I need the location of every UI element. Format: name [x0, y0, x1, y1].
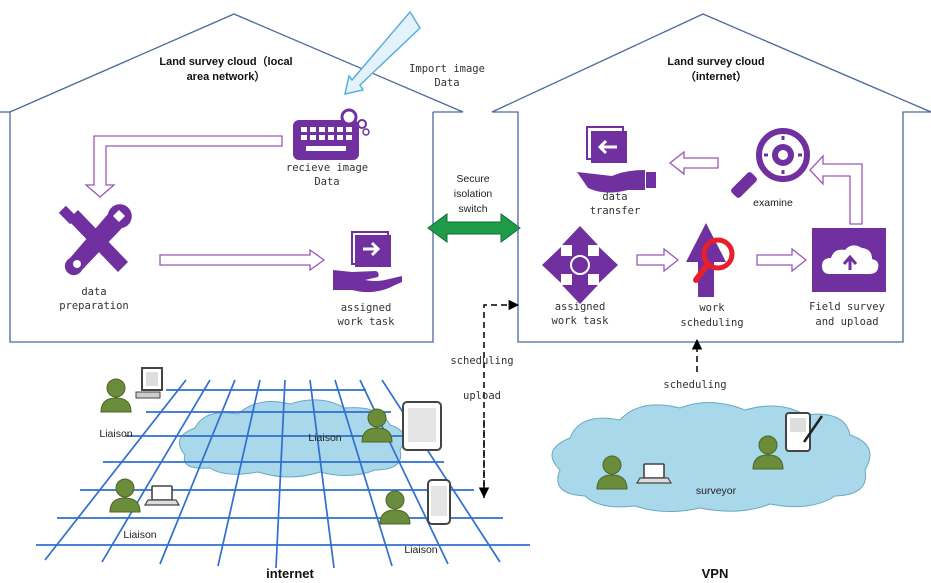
liaison-label-1: Liaison	[99, 428, 132, 440]
flow-arrow-field-to-examine	[809, 154, 863, 225]
import-arrow	[344, 10, 421, 95]
scheduling-left-label: scheduling	[450, 355, 513, 367]
handheld-device-icon	[785, 412, 824, 452]
switch-label-line3: switch	[458, 203, 487, 215]
left-title-line1: Land survey cloud（local	[159, 55, 292, 68]
liaison-label-4: Liaison	[404, 544, 437, 556]
laptop-icon	[144, 485, 180, 506]
recieve-label-line2: Data	[314, 176, 339, 188]
prep-label-line1: data	[81, 286, 106, 298]
upload-left-label: upload	[463, 390, 501, 402]
examine-label: examine	[753, 197, 793, 209]
assigned-left-line1: assigned	[341, 302, 392, 314]
flow-arrow-examine-to-transfer	[668, 150, 719, 176]
vpn-caption: VPN	[702, 566, 729, 581]
surveyor-label: surveyor	[696, 485, 737, 497]
flow-arrow-assigned-to-scheduling	[636, 247, 680, 273]
flow-arrow-scheduling-to-field	[756, 247, 808, 273]
cloud-upload-icon	[812, 228, 886, 292]
prep-label-line2: preparation	[59, 300, 129, 312]
assigned-right-line2: work task	[552, 315, 610, 327]
switch-label-line2: isolation	[454, 188, 493, 200]
left-title-line2: area network）	[187, 70, 266, 83]
right-building	[491, 13, 931, 343]
liaison-person-icon	[109, 478, 141, 513]
switch-label-line1: Secure	[456, 173, 489, 185]
flow-arrow-prep-to-assigned	[159, 248, 326, 272]
internet-caption: internet	[266, 566, 314, 581]
import-label-line2: Data	[434, 77, 459, 89]
liaison-person-icon	[100, 378, 132, 413]
sched-label-line1: work	[699, 302, 725, 314]
transfer-label-line1: data	[602, 191, 627, 203]
tools-icon	[58, 204, 132, 276]
liaison-label-2: Liaison	[308, 432, 341, 444]
flow-arrow-recieve-to-prep	[84, 135, 283, 198]
right-title-line2: （internet）	[685, 70, 747, 83]
assigned-left-line2: work task	[338, 316, 396, 328]
sched-label-line2: scheduling	[680, 317, 743, 329]
scheduling-tree-icon	[686, 223, 735, 297]
hand-task-icon	[333, 231, 402, 293]
liaison-label-3: Liaison	[123, 529, 156, 541]
import-label-line1: Import image	[409, 63, 485, 75]
right-title-line1: Land survey cloud	[667, 56, 764, 68]
data-transfer-icon	[577, 126, 656, 193]
field-label-line1: Field survey	[809, 301, 885, 313]
scheduling-right-label: scheduling	[663, 379, 726, 391]
secure-switch-arrow	[427, 213, 521, 243]
assigned-right-line1: assigned	[555, 301, 606, 313]
recieve-label-line1: recieve image	[286, 162, 368, 174]
field-label-line2: and upload	[815, 316, 878, 328]
monitor-icon	[135, 367, 163, 399]
keyboard-icon	[293, 108, 370, 160]
examine-magnifier-icon	[731, 128, 810, 198]
transfer-label-line2: transfer	[590, 205, 641, 217]
move-arrows-icon	[542, 226, 618, 304]
phone-icon	[427, 479, 451, 525]
liaison-person-icon	[379, 490, 411, 525]
tablet-icon	[402, 401, 442, 451]
